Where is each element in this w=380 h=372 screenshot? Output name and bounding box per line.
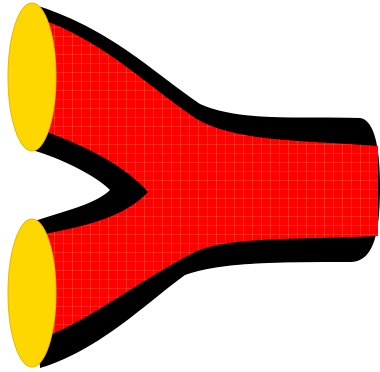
lower-inlet-opening <box>8 219 56 367</box>
branch-lower-opening <box>8 219 56 367</box>
branch-upper-opening <box>8 3 56 151</box>
surface-mesh <box>32 16 378 338</box>
tube-lumen <box>32 16 378 338</box>
upper-inlet-opening <box>8 3 56 151</box>
